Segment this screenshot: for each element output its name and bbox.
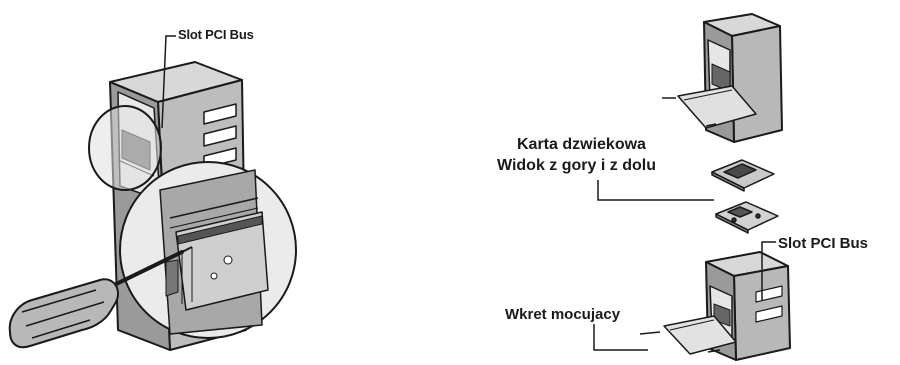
slot-pci-bus-label-right: Slot PCI Bus: [778, 236, 868, 251]
card-bottom-view: [716, 202, 778, 233]
left-small-magnifier: [89, 106, 161, 190]
left-pc-illustration: [10, 62, 296, 350]
right-bottom-pc: [640, 252, 790, 360]
sound-card-label: Karta dzwiekowa: [517, 137, 646, 153]
right-top-pc: [662, 14, 782, 142]
slot-pci-bus-label-left: Slot PCI Bus: [178, 28, 254, 41]
left-zoom-circle: [120, 162, 296, 338]
mounting-screw-label: Wkret mocujacy: [505, 307, 620, 322]
top-bottom-view-label: Widok z gory i z dolu: [497, 158, 656, 174]
card-top-view: [712, 160, 774, 191]
card-leader: [598, 180, 714, 200]
screw-leader: [594, 324, 648, 350]
